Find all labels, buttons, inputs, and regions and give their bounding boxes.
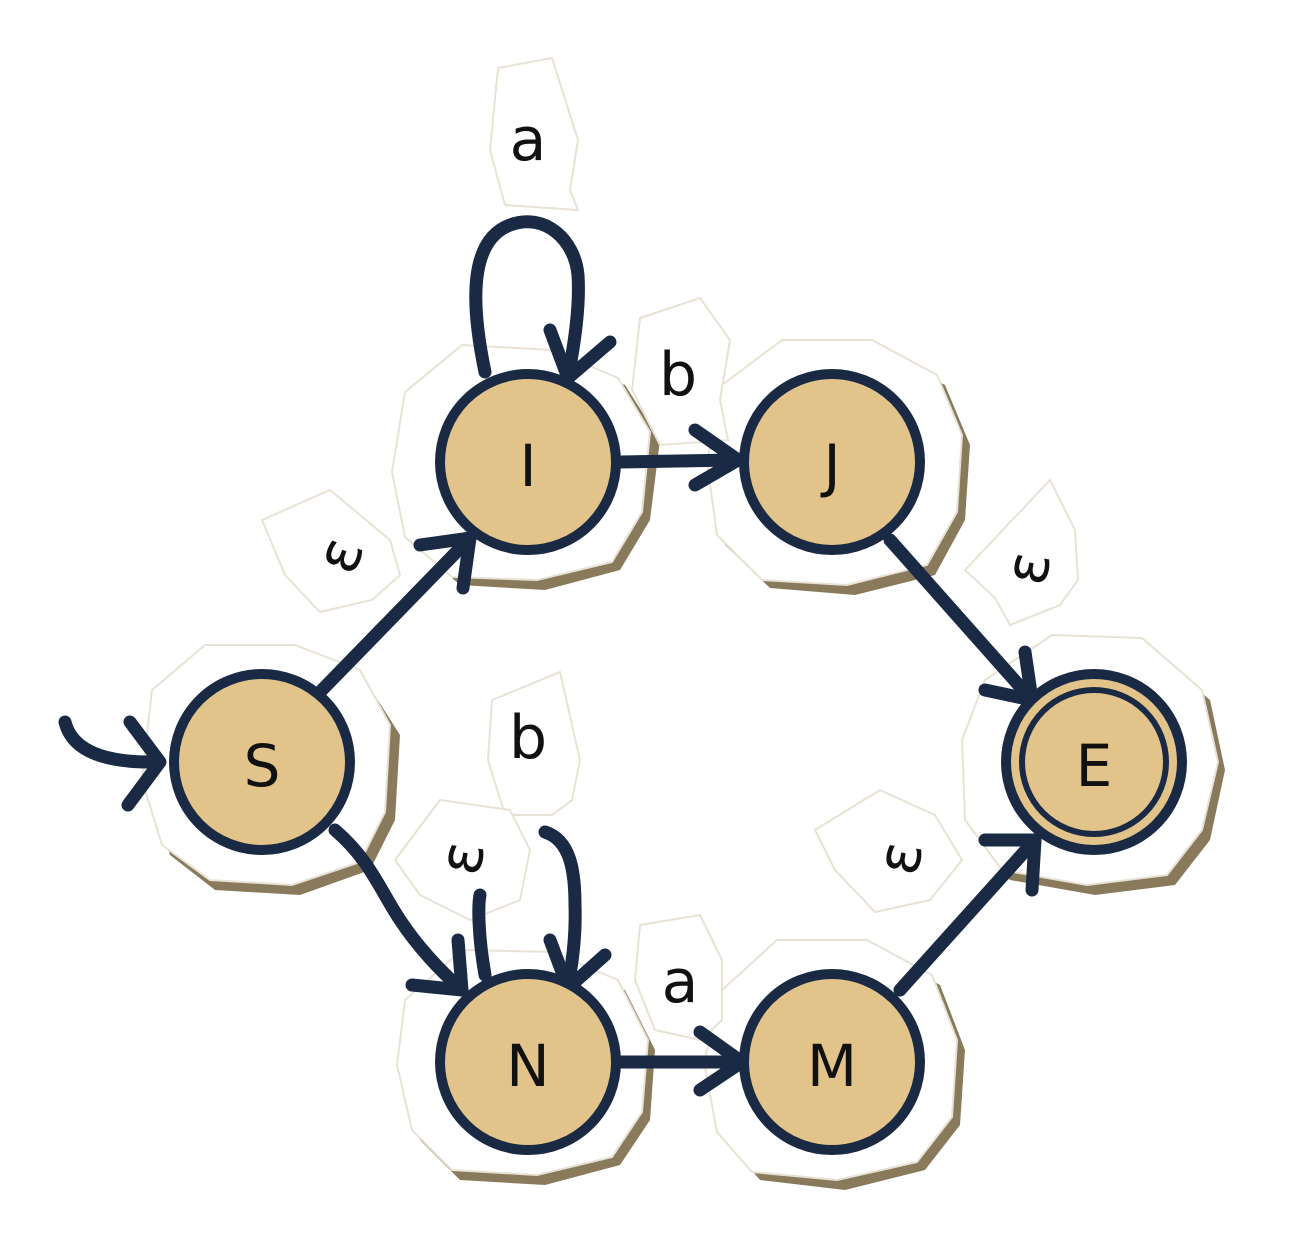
state-label-i: I	[519, 432, 536, 500]
edge-i-i	[469, 215, 585, 385]
edge-s-n	[328, 823, 469, 997]
start-arrow	[58, 715, 157, 769]
edge-label-i-i: a	[510, 105, 547, 175]
accepting-ring	[1019, 687, 1169, 837]
state-s[interactable]: S	[169, 669, 355, 855]
state-i[interactable]: I	[435, 369, 621, 555]
edge-s-i	[315, 531, 477, 697]
state-m[interactable]: M	[739, 969, 925, 1155]
state-label-j: J	[820, 432, 840, 500]
edge-label-i-j: b	[659, 340, 697, 410]
state-label-e: E	[1076, 732, 1113, 800]
edges	[58, 215, 1042, 1097]
state-n[interactable]: N	[435, 969, 621, 1155]
edge-label-n-m: a	[662, 947, 699, 1017]
state-label-n: N	[506, 1032, 549, 1100]
states: S I J E N M	[169, 369, 1187, 1155]
state-e[interactable]: E	[1001, 669, 1187, 855]
label-papers	[260, 56, 1080, 1042]
edge-m-e	[893, 833, 1042, 997]
edge-n-n	[472, 825, 582, 992]
edge-i-j	[613, 453, 742, 469]
state-j[interactable]: J	[739, 369, 925, 555]
edge-j-e	[883, 533, 1039, 707]
edge-label-n-n: b	[509, 703, 547, 773]
state-label-s: S	[244, 732, 281, 800]
state-label-m: M	[807, 1032, 857, 1100]
